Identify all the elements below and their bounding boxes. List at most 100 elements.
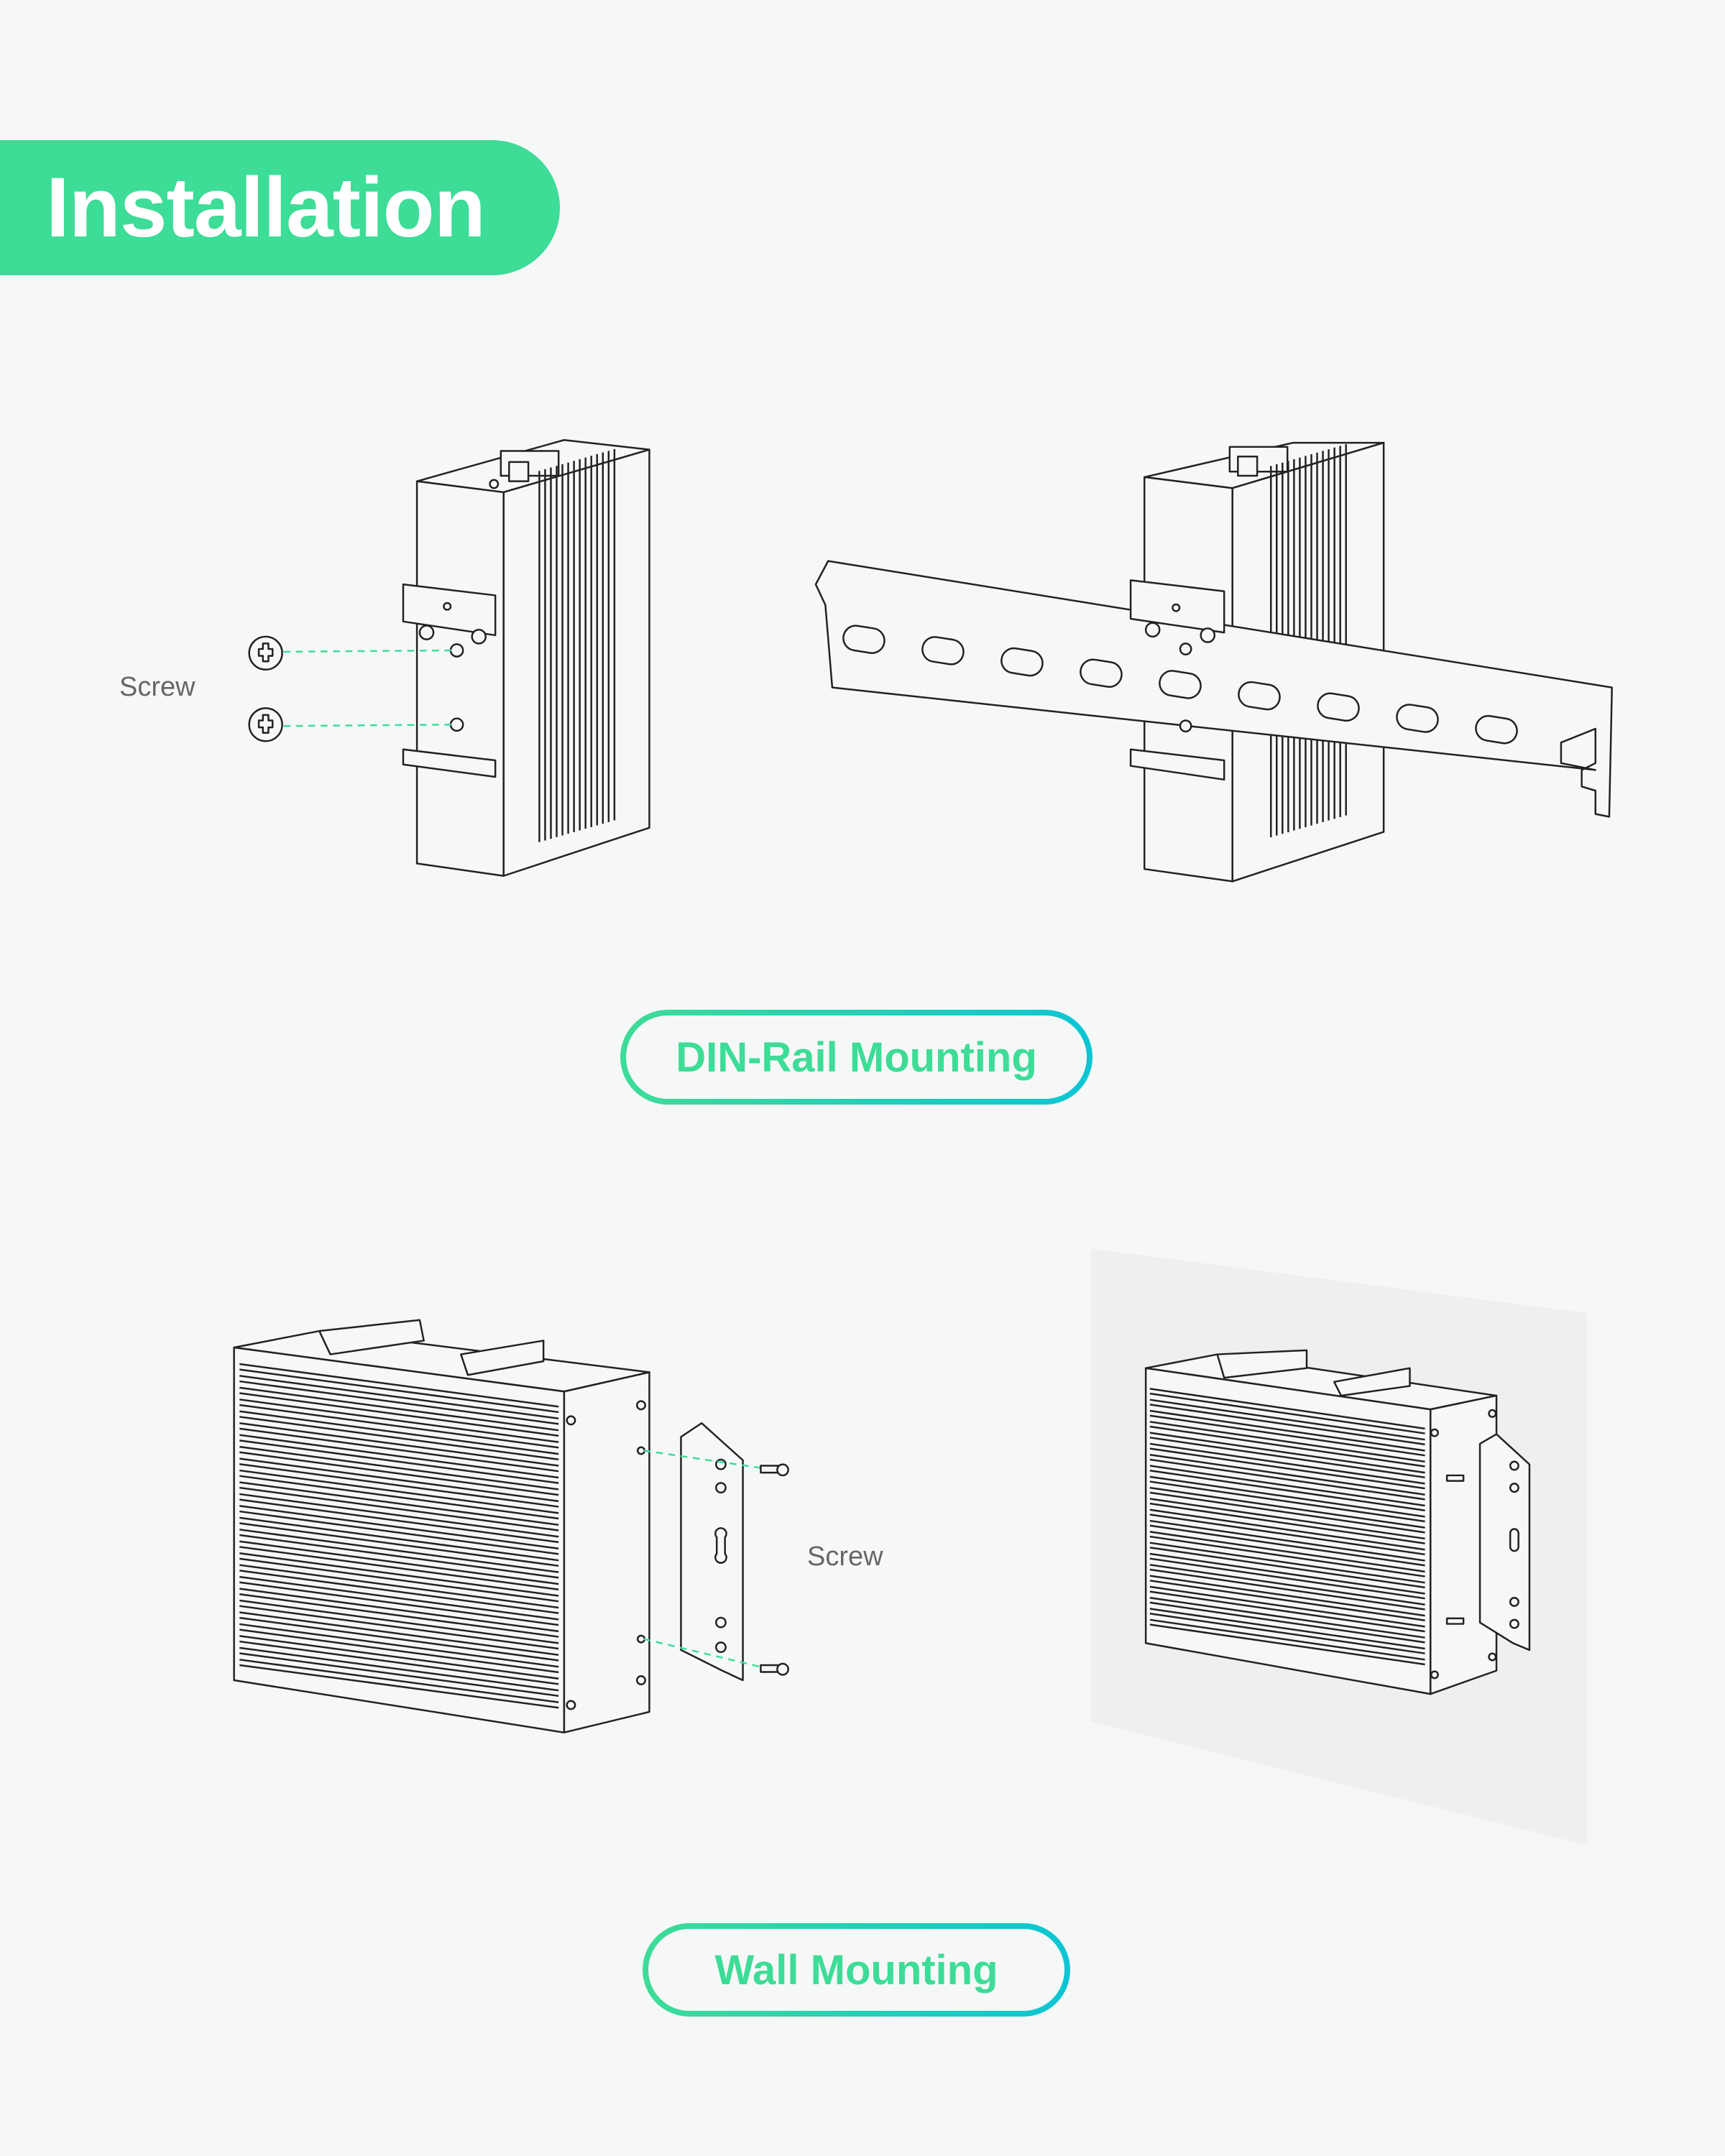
screw-icon <box>248 635 283 742</box>
vent-line <box>239 1646 559 1692</box>
vent-line <box>239 1380 559 1425</box>
rail-slot <box>1080 658 1123 688</box>
vent-line <box>239 1505 559 1549</box>
wall-bracket <box>680 1422 744 1682</box>
vent-line <box>1149 1437 1425 1479</box>
vent-line <box>1149 1502 1425 1544</box>
vent-line <box>239 1664 559 1709</box>
vent-line <box>239 1659 559 1703</box>
vent-line <box>1149 1388 1425 1430</box>
vent-line <box>239 1457 559 1503</box>
vent-line <box>1149 1519 1425 1562</box>
vent-line <box>239 1399 559 1443</box>
vent-line <box>239 1552 559 1597</box>
screw-guide-lines-wall <box>643 1450 765 1669</box>
vent-line <box>1149 1404 1425 1446</box>
vent-line <box>239 1475 559 1520</box>
vent-line <box>239 1635 559 1680</box>
vent-line <box>1149 1491 1425 1534</box>
vent-line <box>239 1410 559 1455</box>
vent-line <box>239 1451 559 1496</box>
vent-line <box>239 1404 559 1449</box>
wall-device-detached <box>233 1319 650 1733</box>
vent-line <box>1149 1524 1425 1567</box>
vent-line <box>239 1510 559 1555</box>
vent-line <box>1149 1557 1425 1600</box>
vent-line <box>1149 1465 1425 1507</box>
vent-line <box>239 1652 559 1697</box>
vent-line <box>1149 1409 1425 1452</box>
screw-guide-lines <box>283 649 451 727</box>
vent-line <box>1149 1399 1425 1441</box>
wall-mounting-badge: Wall Mounting <box>643 1923 1070 2017</box>
vent-line <box>1149 1552 1425 1595</box>
vent-line <box>239 1439 559 1484</box>
rail-slot <box>1475 714 1518 745</box>
rail-slot <box>1317 692 1360 722</box>
vent-line <box>239 1575 559 1621</box>
vent-line <box>1149 1542 1425 1584</box>
rail-slot <box>921 636 965 665</box>
vent-line <box>1149 1454 1425 1496</box>
vent-line <box>239 1469 559 1514</box>
vent-line <box>239 1522 559 1567</box>
vent-line <box>1149 1447 1425 1490</box>
wall-mounting-label: Wall Mounting <box>714 1946 998 1994</box>
vent-line <box>1149 1475 1425 1518</box>
vent-line <box>239 1605 559 1650</box>
vent-line <box>239 1546 559 1590</box>
vent-line <box>1149 1568 1425 1611</box>
vent-line <box>1149 1486 1425 1529</box>
vent-line <box>239 1564 559 1609</box>
vent-line <box>239 1529 559 1573</box>
vent-line <box>239 1570 559 1614</box>
vent-line <box>1149 1535 1425 1577</box>
rail-slot <box>1000 647 1044 677</box>
vent-line <box>239 1386 559 1432</box>
rail-slot <box>1238 681 1281 711</box>
vent-line <box>239 1581 559 1626</box>
vent-line <box>1149 1470 1425 1511</box>
vent-line <box>239 1616 559 1662</box>
vent-line <box>239 1363 559 1408</box>
vent-line <box>1149 1432 1425 1474</box>
vent-line <box>239 1392 559 1437</box>
page-title: Installation <box>46 160 486 255</box>
screw-icon <box>760 1463 789 1676</box>
vent-line <box>239 1628 559 1674</box>
vent-line <box>239 1540 559 1585</box>
wall-device-mounted <box>1144 1349 1531 1695</box>
din-device-detached <box>402 439 650 877</box>
rail-slot <box>842 625 886 654</box>
rail-slot <box>1396 704 1439 733</box>
vent-line <box>1149 1421 1425 1463</box>
vent-line <box>239 1486 559 1531</box>
screw-label-wall: Screw <box>807 1542 883 1572</box>
vent-line <box>239 1493 559 1538</box>
vent-line <box>239 1534 559 1579</box>
vent-line <box>1149 1392 1425 1434</box>
screw-label-din: Screw <box>119 672 196 702</box>
vent-line <box>1149 1498 1425 1540</box>
vent-line <box>1149 1414 1425 1457</box>
vent-line <box>239 1416 559 1460</box>
vent-line <box>1149 1514 1425 1556</box>
vent-line <box>239 1599 559 1644</box>
din-rail-mounting-label: DIN-Rail Mounting <box>676 1033 1037 1081</box>
vent-line <box>1149 1618 1425 1661</box>
vent-line <box>239 1422 559 1467</box>
vent-line <box>239 1481 559 1526</box>
vent-line <box>239 1427 559 1473</box>
vent-line <box>239 1445 559 1491</box>
vent-line <box>239 1368 559 1414</box>
vent-line <box>239 1623 559 1668</box>
vent-line <box>1149 1480 1425 1523</box>
vent-line <box>239 1498 559 1544</box>
vent-line <box>1149 1564 1425 1606</box>
vent-line <box>239 1557 559 1603</box>
din-rail <box>814 560 1613 818</box>
vent-line <box>1149 1596 1425 1639</box>
installation-header-banner: Installation <box>0 140 560 275</box>
vent-line <box>1149 1425 1425 1468</box>
